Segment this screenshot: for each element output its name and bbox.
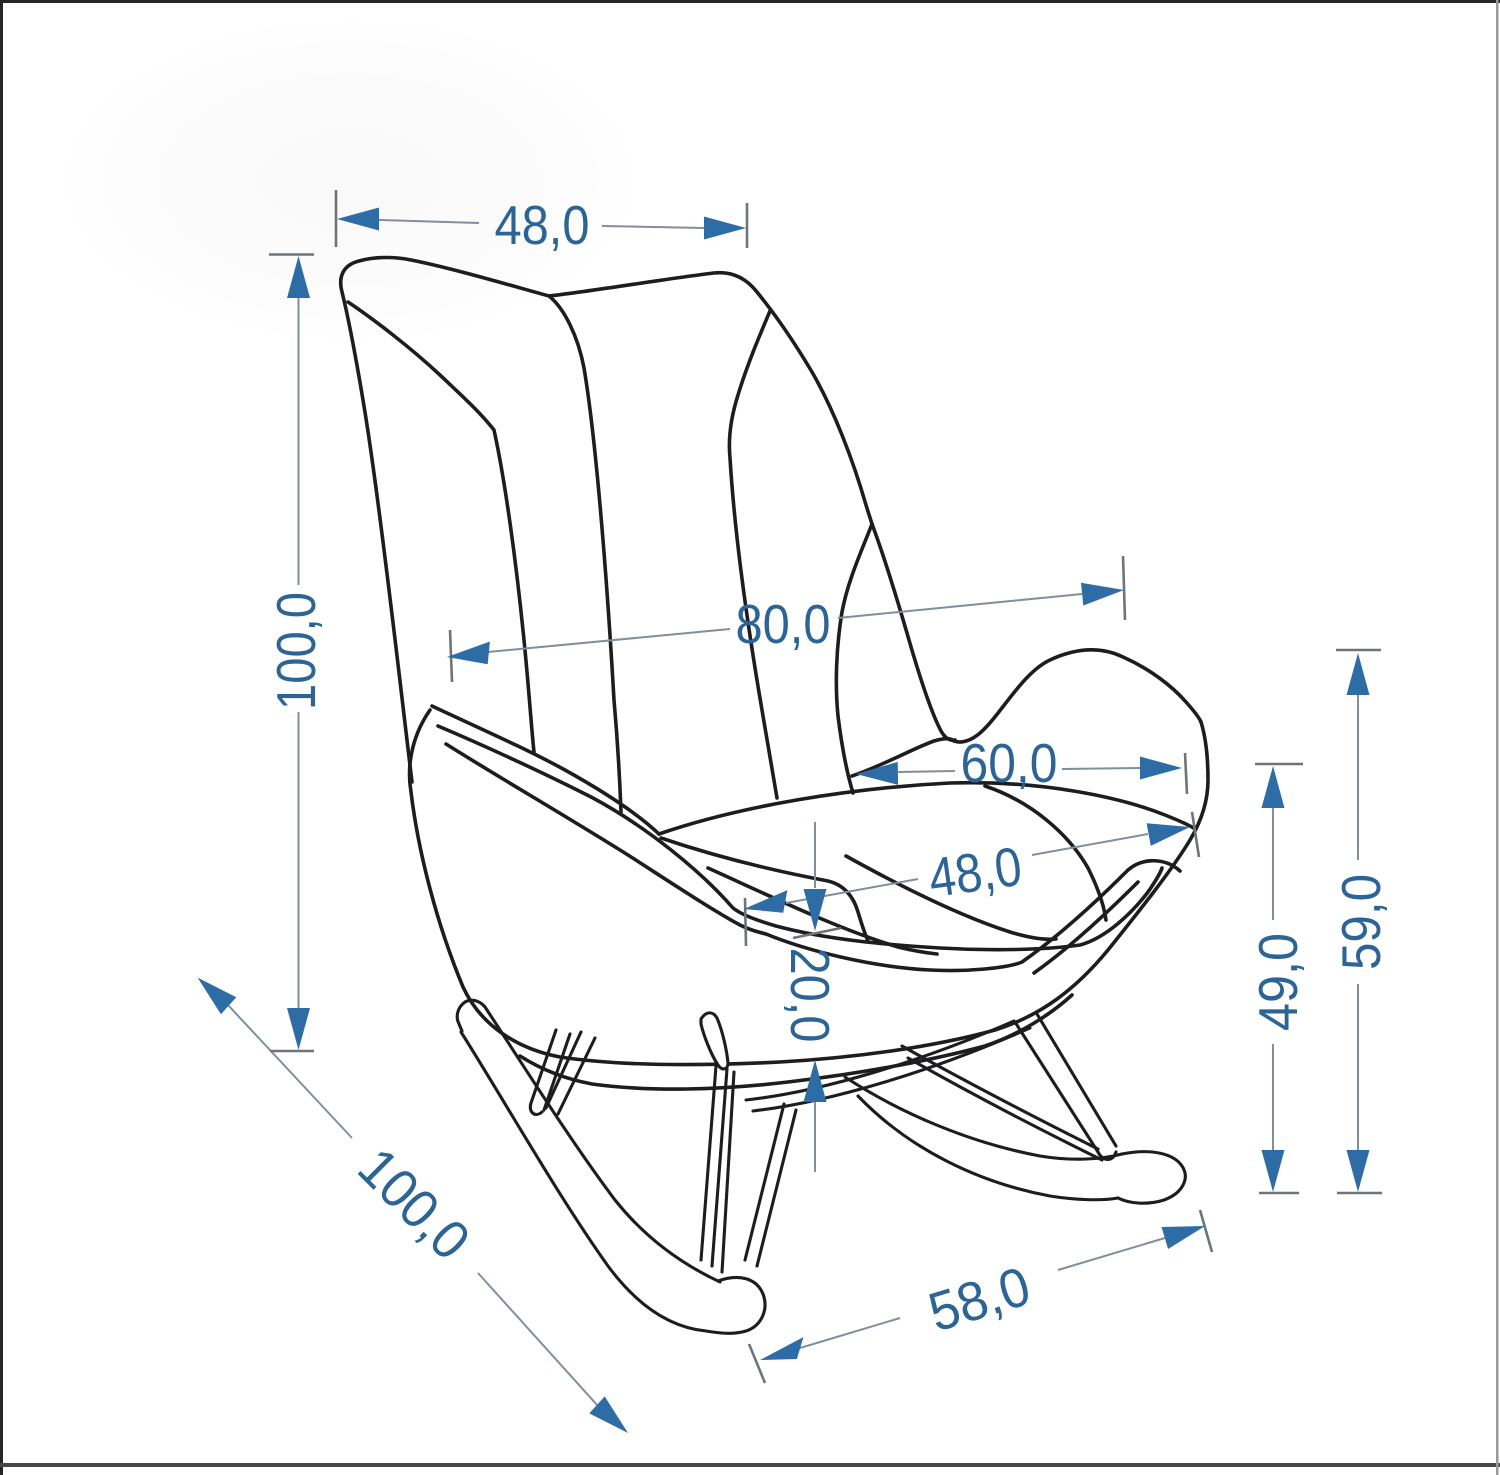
svg-text:100,0: 100,0 [346, 1136, 482, 1272]
svg-text:48,0: 48,0 [925, 835, 1026, 909]
svg-text:48,0: 48,0 [495, 194, 590, 256]
svg-text:58,0: 58,0 [921, 1254, 1037, 1343]
svg-text:100,0: 100,0 [265, 592, 327, 710]
svg-text:49,0: 49,0 [1247, 933, 1309, 1031]
svg-text:80,0: 80,0 [736, 593, 831, 655]
svg-text:60,0: 60,0 [961, 732, 1058, 794]
svg-text:59,0: 59,0 [1330, 874, 1392, 970]
svg-text:20,0: 20,0 [779, 948, 841, 1043]
